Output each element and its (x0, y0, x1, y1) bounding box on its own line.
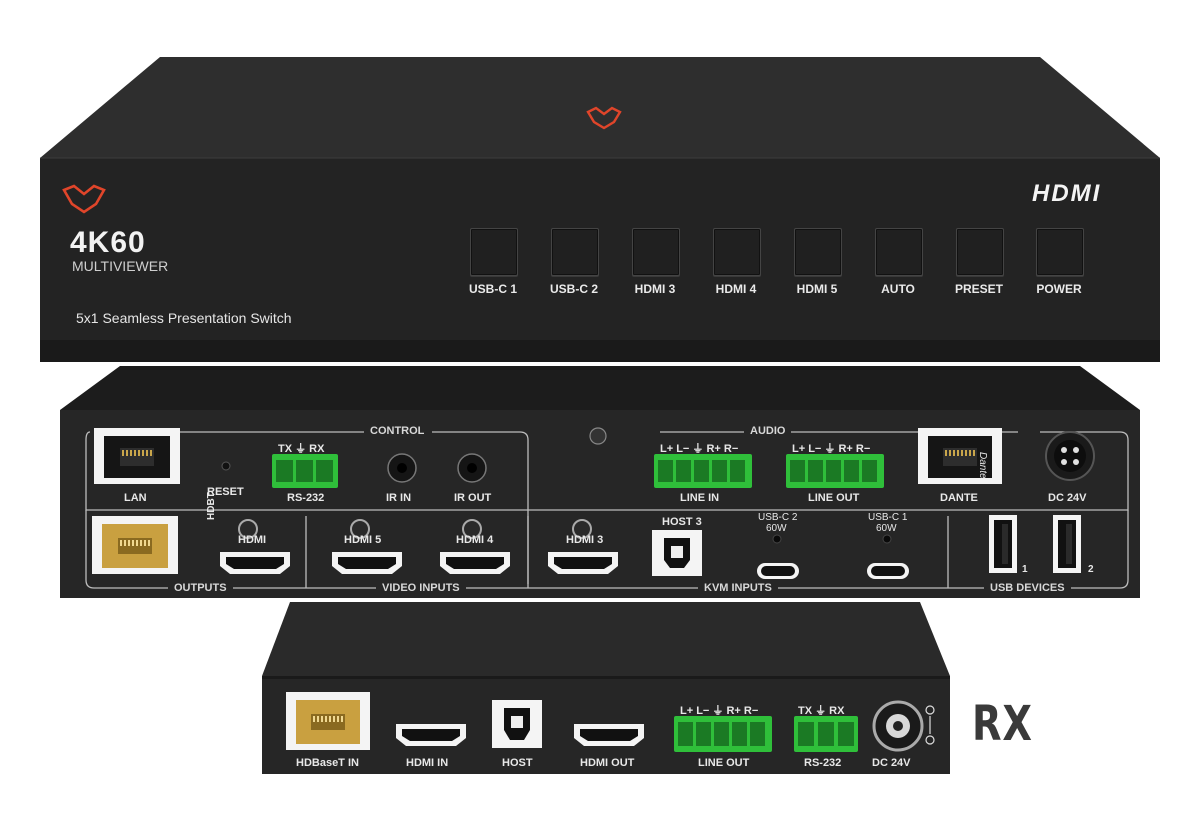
rx-hdbaset-in-port[interactable] (286, 692, 370, 750)
button-preset[interactable] (956, 228, 1004, 276)
rx-line-out-terminal[interactable] (674, 716, 772, 752)
hdmi4-label: HDMI 4 (456, 534, 494, 546)
rs232-pins-label: TX ⏚ RX (278, 443, 325, 455)
host3-label: HOST 3 (662, 516, 702, 528)
usbc2-label: USB-C 2 (758, 512, 798, 523)
ir-in-jack[interactable] (386, 452, 418, 484)
line-out-label: LINE OUT (808, 492, 860, 504)
hdmi3-screw (572, 519, 592, 539)
usbc2-led (772, 534, 782, 544)
group-kvm-inputs: KVM INPUTS (698, 582, 778, 594)
hdmi-out-screw (238, 519, 258, 539)
rx-rs232-label: RS-232 (804, 757, 842, 769)
ir-out-jack[interactable] (456, 452, 488, 484)
usbc1-watt: 60W (876, 523, 897, 534)
hdmi4-screw (462, 519, 482, 539)
rs232-label: RS-232 (287, 492, 325, 504)
usbc1-port[interactable] (866, 562, 910, 580)
ground-screw (589, 427, 607, 445)
product-description: 5x1 Seamless Presentation Switch (76, 310, 292, 326)
host3-usb-b-port[interactable] (652, 530, 702, 576)
rx-line-out-label: LINE OUT (698, 757, 750, 769)
reset-label: RESET (207, 486, 244, 498)
rx-host-usb-b-port[interactable] (492, 700, 542, 748)
rs232-terminal[interactable] (272, 454, 338, 488)
line-in-terminal[interactable] (654, 454, 752, 488)
button-usb-c-1[interactable] (470, 228, 518, 276)
group-usb-devices: USB DEVICES (984, 582, 1071, 594)
rx-hdmi-out-port[interactable] (572, 722, 646, 748)
button-auto-label: AUTO (881, 282, 915, 296)
rx-line-out-pins-label: L+ L− ⏚ R+ R− (680, 705, 759, 717)
button-power[interactable] (1036, 228, 1084, 276)
group-audio: AUDIO (744, 425, 792, 437)
button-usb-c-2-label: USB-C 2 (549, 282, 598, 296)
rx-host-label: HOST (502, 757, 533, 769)
rx-dc-power-jack[interactable] (868, 694, 938, 756)
rx-rs232-pins-label: TX ⏚ RX (798, 705, 845, 717)
button-hdmi-5[interactable] (794, 228, 842, 276)
button-power-label: POWER (1036, 282, 1082, 296)
usb-device-2-port[interactable] (1052, 514, 1082, 574)
group-video-inputs: VIDEO INPUTS (376, 582, 466, 594)
dc-power-jack[interactable] (1044, 430, 1096, 482)
button-hdmi-3-label: HDMI 3 (634, 282, 676, 296)
reset-button[interactable] (220, 460, 232, 472)
brand-logo-front (62, 184, 106, 214)
group-control: CONTROL (364, 425, 431, 437)
dante-label: DANTE (940, 492, 978, 504)
button-usb-c-1-label: USB-C 1 (468, 282, 517, 296)
rx-hdbaset-in-label: HDBaseT IN (296, 757, 359, 769)
rx-rs232-terminal[interactable] (794, 716, 858, 752)
rx-dc24v-label: DC 24V (872, 757, 911, 769)
lan-label: LAN (124, 492, 147, 504)
rx-hdmi-in-port[interactable] (394, 722, 468, 748)
button-hdmi-5-label: HDMI 5 (796, 282, 838, 296)
ir-out-label: IR OUT (454, 492, 492, 504)
brand-logo-top (586, 106, 622, 130)
dc24v-label: DC 24V (1048, 492, 1087, 504)
button-hdmi-4-label: HDMI 4 (715, 282, 757, 296)
group-outputs: OUTPUTS (168, 582, 233, 594)
line-out-terminal[interactable] (786, 454, 884, 488)
button-usb-c-2[interactable] (551, 228, 599, 276)
usbc1-led (882, 534, 892, 544)
line-in-label: LINE IN (680, 492, 720, 504)
button-preset-label: PRESET (954, 282, 1003, 296)
usb-device-1-port[interactable] (988, 514, 1018, 574)
button-hdmi-4[interactable] (713, 228, 761, 276)
button-hdmi-3[interactable] (632, 228, 680, 276)
usbc2-port[interactable] (756, 562, 800, 580)
hdmi5-screw (350, 519, 370, 539)
hdmi3-input-port[interactable] (546, 550, 620, 576)
model-subtitle: MULTIVIEWER (72, 258, 169, 274)
usbc2-watt: 60W (766, 523, 787, 534)
usbc1-label: USB-C 1 (868, 512, 908, 523)
hdmi-out-label: HDMI (238, 534, 267, 546)
hdmi3-label: HDMI 3 (566, 534, 604, 546)
rx-unit-label: RX (972, 696, 1033, 752)
hdmi5-label: HDMI 5 (344, 534, 382, 546)
hdmi5-input-port[interactable] (330, 550, 404, 576)
rx-hdmi-out-label: HDMI OUT (580, 757, 635, 769)
usb-device-1-label: 1 (1022, 564, 1028, 575)
line-out-pins-label: L+ L− ⏚ R+ R− (792, 443, 871, 455)
lan-port[interactable] (94, 428, 180, 484)
model-title: 4K60 (70, 226, 146, 259)
button-auto[interactable] (875, 228, 923, 276)
rx-hdmi-in-label: HDMI IN (406, 757, 449, 769)
hdmi-output-port[interactable] (218, 550, 292, 576)
dante-port[interactable] (918, 428, 1002, 484)
usb-device-2-label: 2 (1088, 564, 1094, 575)
ir-in-label: IR IN (386, 492, 412, 504)
line-in-pins-label: L+ L− ⏚ R+ R− (660, 443, 739, 455)
hdmi-logo: HDMI (1032, 180, 1102, 207)
hdmi4-input-port[interactable] (438, 550, 512, 576)
hdbt-output-port[interactable] (92, 516, 178, 574)
front-unit-chassis (40, 57, 1160, 362)
